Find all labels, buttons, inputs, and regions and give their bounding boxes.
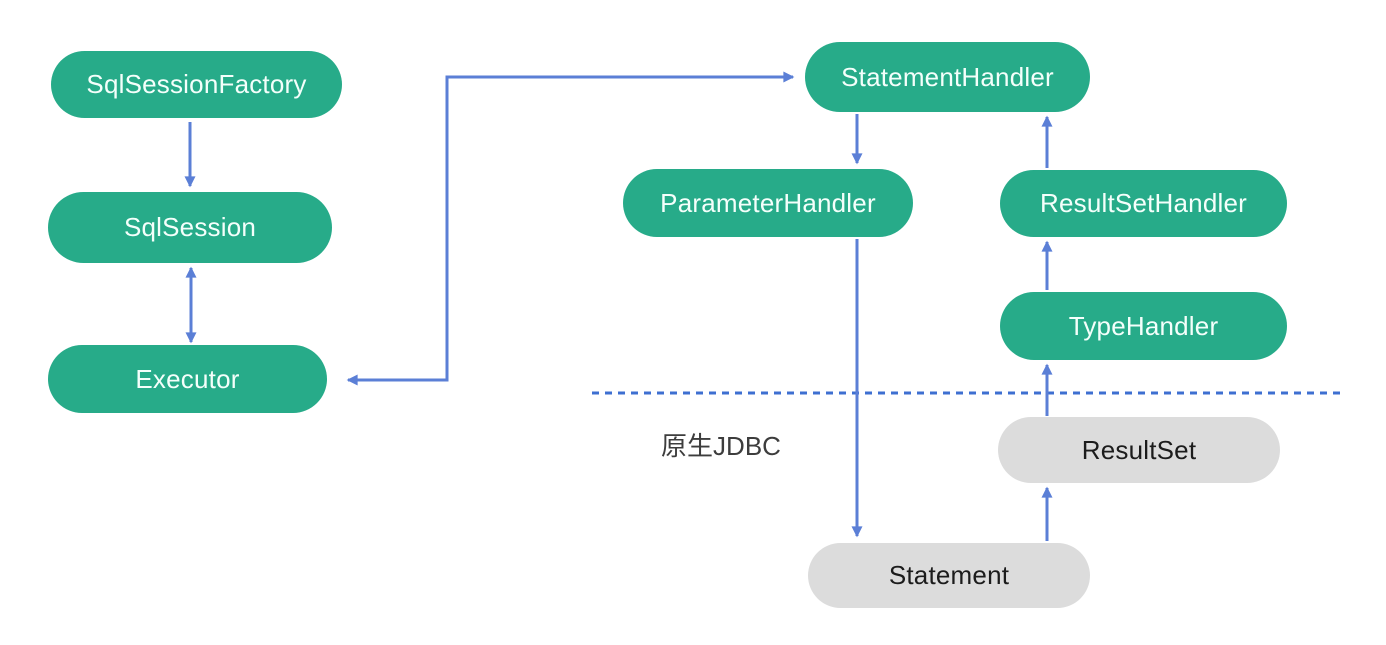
node-sqlsession: SqlSession: [48, 192, 332, 263]
native-jdbc-label: 原生JDBC: [661, 430, 781, 461]
node-executor: Executor: [48, 345, 327, 413]
node-resultsethandler: ResultSetHandler: [1000, 170, 1287, 237]
node-resultset: ResultSet: [998, 417, 1280, 483]
node-sqlsessionfactory: SqlSessionFactory: [51, 51, 342, 118]
node-parameterhandler: ParameterHandler: [623, 169, 913, 237]
node-statementhandler: StatementHandler: [805, 42, 1090, 112]
node-statement: Statement: [808, 543, 1090, 608]
node-typehandler: TypeHandler: [1000, 292, 1287, 360]
